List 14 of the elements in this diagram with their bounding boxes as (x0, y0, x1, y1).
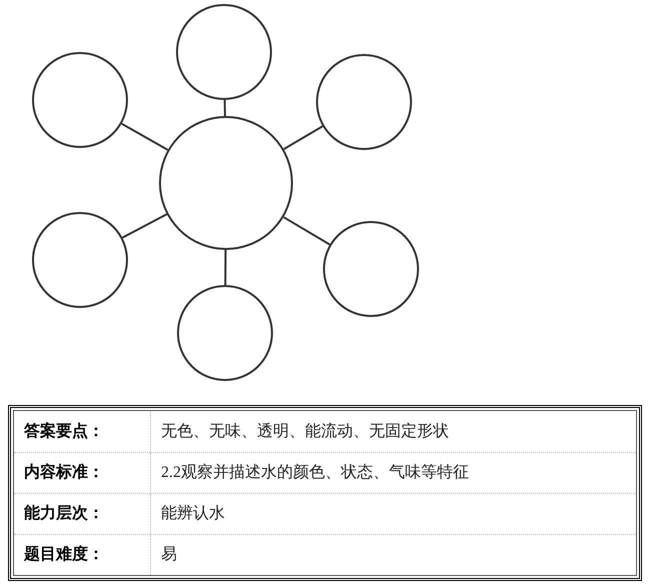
connector-line (283, 125, 324, 150)
table-cell-text: 易 (160, 545, 178, 565)
table-cell-text: 能辨认水 (160, 504, 226, 524)
connector-line (122, 213, 168, 238)
table-cell: 能力层次： (14, 494, 151, 534)
table-cell: 题目难度： (14, 535, 151, 575)
table-cell: 答案要点： (14, 411, 151, 452)
connector-line (283, 216, 330, 246)
connector-line (121, 122, 168, 151)
connector-line (224, 100, 226, 116)
table-cell-text: 无色、无味、透明、能流动、无固定形状 (160, 422, 450, 442)
connector-line (224, 250, 227, 285)
table-cell: 内容标准： (14, 453, 151, 493)
table-cell-text: 2.2观察并描述水的颜色、状态、气味等特征 (160, 462, 470, 483)
